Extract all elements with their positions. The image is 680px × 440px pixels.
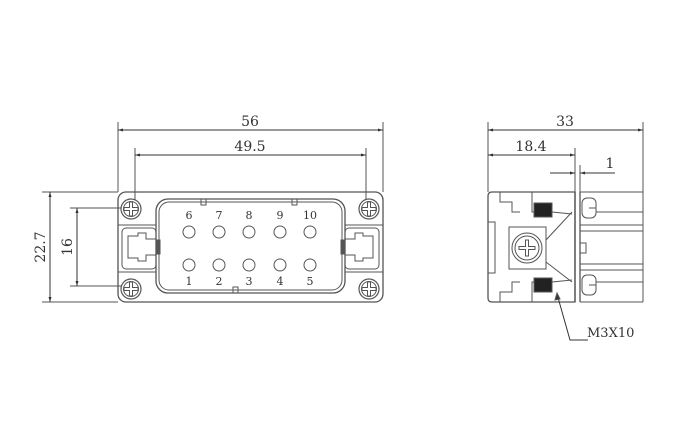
side-view bbox=[487, 122, 644, 341]
screw-icon bbox=[518, 239, 536, 257]
pin-label: 1 bbox=[186, 275, 193, 288]
thread-insert bbox=[533, 202, 553, 218]
callout-leader bbox=[556, 293, 588, 341]
housing-outline bbox=[117, 191, 384, 303]
pin-label: 7 bbox=[216, 209, 223, 222]
screw-icon bbox=[120, 278, 142, 300]
pin-holes bbox=[182, 225, 317, 272]
pin-label: 9 bbox=[277, 209, 284, 222]
screw-icon bbox=[358, 198, 380, 220]
pin-label: 3 bbox=[246, 275, 253, 288]
screw-callout: M3X10 bbox=[587, 326, 634, 341]
pin-labels: 6 7 8 9 10 1 2 3 4 5 bbox=[186, 209, 318, 288]
pin-label: 8 bbox=[246, 209, 253, 222]
screw-icon bbox=[120, 198, 142, 220]
dim-22-7: 22.7 bbox=[33, 231, 49, 262]
thread-insert bbox=[533, 277, 553, 293]
pin-label: 2 bbox=[216, 275, 223, 288]
front-view bbox=[42, 122, 384, 303]
screw-icon bbox=[358, 278, 380, 300]
dim-18-4: 18.4 bbox=[515, 139, 546, 155]
side-body-outline bbox=[487, 191, 576, 303]
dim-49-5: 49.5 bbox=[234, 139, 265, 155]
dim-1: 1 bbox=[606, 156, 615, 172]
dim-33: 33 bbox=[556, 114, 574, 130]
pin-label: 10 bbox=[303, 209, 317, 222]
dim-56: 56 bbox=[241, 114, 259, 130]
pin-label: 5 bbox=[307, 275, 314, 288]
right-latch bbox=[344, 232, 374, 262]
pin-label: 6 bbox=[186, 209, 193, 222]
left-latch bbox=[127, 232, 157, 262]
pin-label: 4 bbox=[277, 275, 284, 288]
dim-16: 16 bbox=[60, 238, 76, 256]
